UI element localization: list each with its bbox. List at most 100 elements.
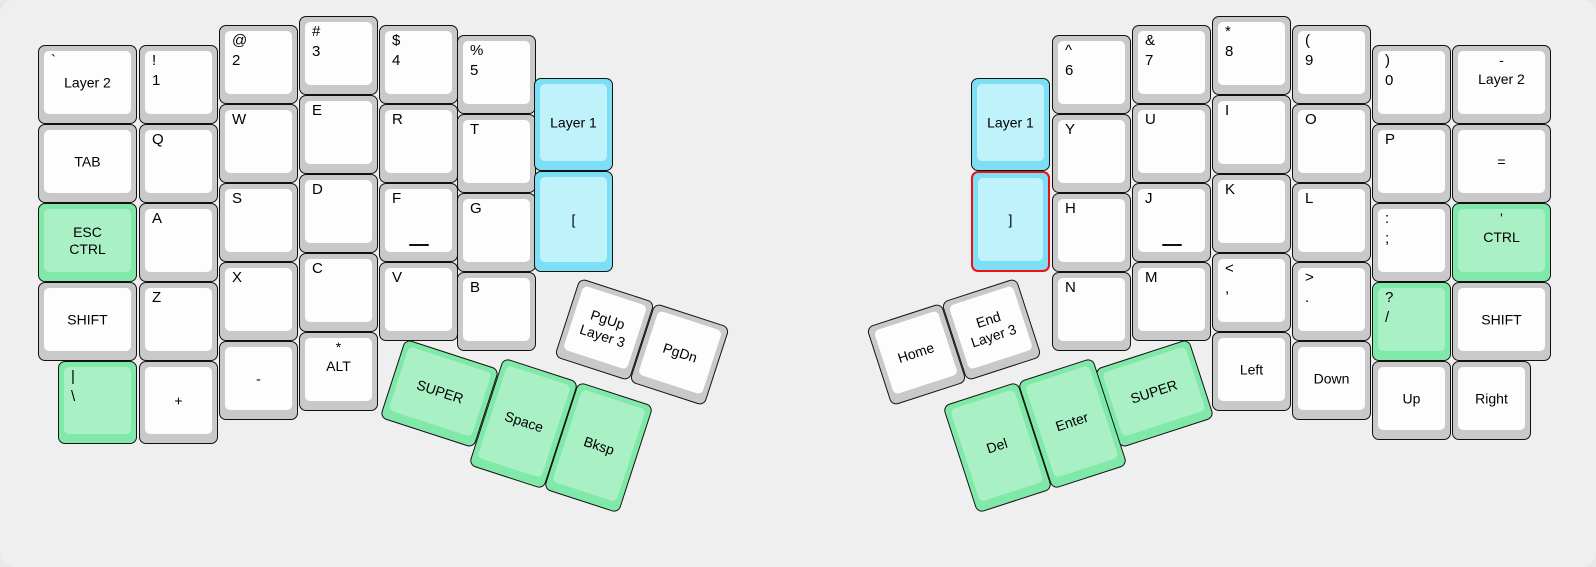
keycap: Layer 1 [977,84,1044,161]
key-7[interactable]: &7 [1132,25,1211,104]
keycap: - [225,347,292,410]
key-legend-center: Bksp [581,432,617,458]
keycap: Home [873,310,959,395]
key-c[interactable]: C [299,253,378,332]
key-legend-top-left: Z [152,289,162,306]
key-3[interactable]: #3 [299,16,378,95]
key-legend-top-left: # [312,23,321,40]
key-legend-center: SHIFT [67,311,108,327]
key-i[interactable]: I [1212,95,1291,174]
key-w[interactable]: W [219,104,298,183]
key-[interactable]: ] [971,171,1050,272]
key-5[interactable]: %5 [457,35,536,114]
key-ctrl[interactable]: 'CTRL [1452,203,1551,282]
keycap: U [1138,110,1205,173]
key-j[interactable]: J [1132,183,1211,262]
key-d[interactable]: D [299,174,378,253]
key-a[interactable]: A [139,203,218,282]
key-down[interactable]: Down [1292,341,1371,420]
key-v[interactable]: V [379,262,458,341]
key-legend-bottom-left: \ [71,388,76,405]
keycap: K [1218,180,1285,243]
key-legend-top-left: : [1385,210,1390,227]
key-shift[interactable]: SHIFT [38,282,137,361]
keycap: SUPER [1102,346,1206,437]
keycap: I [1218,101,1285,164]
key-[interactable]: = [1452,124,1551,203]
key-p[interactable]: P [1372,124,1451,203]
keycap: C [305,259,372,322]
key-f[interactable]: F [379,183,458,262]
key-[interactable]: - [219,341,298,420]
key-right[interactable]: Right [1452,361,1531,440]
key-up[interactable]: Up [1372,361,1451,440]
key-legend-top-left: > [1305,269,1314,286]
key-legend-center: Home [895,338,936,366]
key-2[interactable]: @2 [219,25,298,104]
keycap: A [145,209,212,272]
key-n[interactable]: N [1052,272,1131,351]
keycap: F [385,189,452,252]
keycap: -Layer 2 [1458,51,1545,114]
key-legend-top-left: K [1225,181,1236,198]
key-q[interactable]: Q [139,124,218,203]
key-esc-ctrl[interactable]: ESC CTRL [38,203,137,282]
key-e[interactable]: E [299,95,378,174]
key-left[interactable]: Left [1212,332,1291,411]
key-legend-bottom-left: / [1385,309,1390,326]
key-k[interactable]: K [1212,174,1291,253]
key-o[interactable]: O [1292,104,1371,183]
keycap: H [1058,199,1125,262]
key-legend-top-left: W [232,111,247,128]
key-[interactable]: ?/ [1372,282,1451,361]
key-8[interactable]: *8 [1212,16,1291,95]
key-[interactable]: :; [1372,203,1451,282]
key-tab[interactable]: TAB [38,124,137,203]
key-h[interactable]: H [1052,193,1131,272]
key-legend-center: [ [571,211,576,227]
key-[interactable]: [ [534,171,613,272]
keycap: J [1138,189,1205,252]
key-[interactable]: >. [1292,262,1371,341]
keycap: Up [1378,367,1445,430]
key-[interactable]: <, [1212,253,1291,332]
keycap: End Layer 3 [948,285,1034,370]
key-legend-bottom-left: 0 [1385,72,1394,89]
key-layer-2[interactable]: `Layer 2 [38,45,137,124]
key-legend-top-left: P [1385,131,1396,148]
keycap: ^6 [1058,41,1125,104]
keycap: <, [1218,259,1285,322]
key-legend-top-center: * [335,339,342,355]
key-r[interactable]: R [379,104,458,183]
key-legend-top-left: T [470,121,480,138]
key-m[interactable]: M [1132,262,1211,341]
key-layer-2[interactable]: -Layer 2 [1452,45,1551,124]
key-z[interactable]: Z [139,282,218,361]
key-g[interactable]: G [457,193,536,272]
key-x[interactable]: X [219,262,298,341]
keycap: *8 [1218,22,1285,85]
key-9[interactable]: (9 [1292,25,1371,104]
key-u[interactable]: U [1132,104,1211,183]
keycap: D [305,180,372,243]
key-1[interactable]: !1 [139,45,218,124]
key-b[interactable]: B [457,272,536,351]
key-[interactable]: + [139,361,218,444]
key-alt[interactable]: *ALT [299,332,378,411]
keycap: >. [1298,268,1365,331]
key-shift[interactable]: SHIFT [1452,282,1551,361]
key-layer-1[interactable]: Layer 1 [534,78,613,171]
key-t[interactable]: T [457,114,536,193]
key-6[interactable]: ^6 [1052,35,1131,114]
key-l[interactable]: L [1292,183,1371,262]
key-4[interactable]: $4 [379,25,458,104]
keycap: R [385,110,452,173]
key-s[interactable]: S [219,183,298,262]
key-y[interactable]: Y [1052,114,1131,193]
key-legend-top-left: % [470,42,484,59]
key-legend-center: Up [1402,390,1421,406]
key-legend-top-left: F [392,190,402,207]
key-layer-1[interactable]: Layer 1 [971,78,1050,171]
key-[interactable]: |\ [58,361,137,444]
key-0[interactable]: )0 [1372,45,1451,124]
